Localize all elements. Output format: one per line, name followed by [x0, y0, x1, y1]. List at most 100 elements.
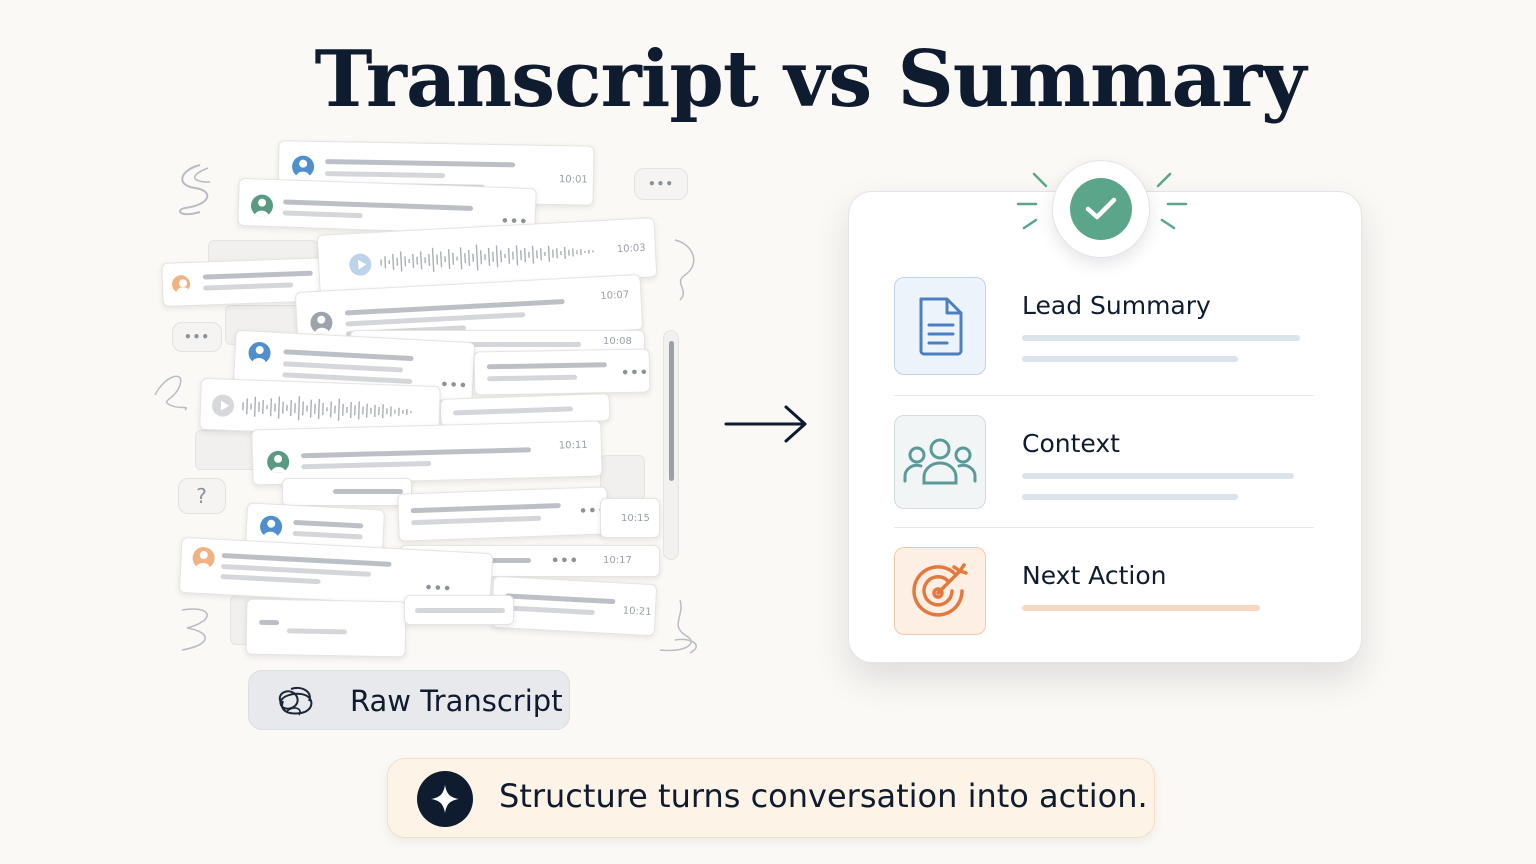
tagline-text: Structure turns conversation into action…: [499, 777, 1148, 815]
message-line: [301, 460, 432, 470]
section-title: Context: [1022, 429, 1120, 458]
audio-message-card: [199, 377, 441, 439]
audio-message-card: 10:03: [316, 217, 658, 295]
scrollbar[interactable]: [663, 330, 679, 560]
message-line: [452, 406, 574, 416]
message-line: [220, 573, 321, 585]
more-icon: •••: [620, 365, 650, 381]
avatar: [250, 194, 274, 218]
play-icon[interactable]: [348, 253, 372, 277]
timestamp: 10:17: [603, 555, 632, 566]
page-title: Transcript vs Summary: [314, 34, 1306, 125]
scribble-icon: [154, 375, 187, 411]
text-placeholder-bar: [1022, 473, 1294, 479]
chat-card: 10:15: [600, 498, 660, 538]
chat-card: •••: [397, 486, 609, 542]
avatar: [192, 546, 216, 570]
divider: [894, 527, 1314, 528]
message-line: [282, 210, 363, 219]
avatar: [266, 450, 290, 474]
typing-bubble-icon: •••: [172, 322, 222, 352]
timestamp: 10:03: [616, 242, 646, 256]
message-line: [259, 619, 280, 626]
timestamp: 10:21: [622, 605, 652, 619]
timestamp: 10:11: [558, 439, 588, 452]
avatar: [259, 515, 283, 539]
play-icon[interactable]: [211, 394, 235, 417]
question-bubble-icon: ?: [178, 478, 226, 514]
message-line: [487, 374, 578, 382]
message-line: [345, 312, 526, 327]
check-circle: [1052, 160, 1150, 258]
section-title: Lead Summary: [1022, 291, 1211, 320]
message-line: [505, 593, 616, 605]
message-line: [333, 489, 403, 494]
avatar: [247, 341, 272, 365]
tangle-icon: [278, 687, 313, 716]
message-line: [300, 447, 532, 459]
raw-transcript-label: Raw Transcript: [248, 670, 570, 730]
message-line: [293, 519, 364, 529]
more-icon: •••: [551, 554, 579, 569]
message-line: [381, 342, 581, 347]
check-badge: [1010, 160, 1194, 260]
scribble-icon: [659, 599, 697, 654]
tagline-banner: Structure turns conversation into action…: [387, 758, 1155, 838]
document-icon: [894, 277, 986, 375]
divider: [894, 395, 1314, 396]
avatar: [291, 155, 315, 178]
chat-card: [404, 595, 514, 625]
more-icon: •••: [439, 377, 469, 394]
message-line: [486, 362, 607, 370]
transcript-pile: 10:01 ••• •••: [0, 0, 720, 670]
avatar: [171, 274, 191, 294]
timestamp: 10:01: [558, 174, 588, 186]
scribble-icon: [181, 608, 208, 651]
sparkle-icon: [417, 771, 473, 827]
message-line: [410, 502, 561, 514]
scrollbar-thumb[interactable]: [669, 341, 674, 481]
message-line: [415, 608, 505, 613]
section-title: Next Action: [1022, 561, 1167, 590]
timestamp: 10:08: [603, 336, 632, 347]
scribble-icon: [674, 239, 695, 301]
timestamp: 10:07: [600, 289, 630, 303]
raw-transcript-text: Raw Transcript: [350, 684, 563, 718]
arrow-right-icon: [724, 405, 807, 443]
message-line: [292, 530, 363, 540]
target-icon: [894, 547, 986, 635]
scribble-icon: [179, 164, 211, 216]
message-line: [504, 605, 595, 616]
section-lead-summary: Lead Summary: [894, 277, 1314, 377]
waveform-icon: [380, 244, 594, 272]
chat-card: •••: [473, 348, 651, 396]
chat-card: [245, 598, 407, 658]
people-icon: [894, 415, 986, 509]
message-line: [203, 282, 294, 291]
sparkle-lines-icon: [1016, 172, 1188, 230]
message-line: [283, 199, 474, 212]
message-line: [202, 270, 313, 280]
message-line: [282, 361, 403, 373]
section-next-action: Next Action: [894, 547, 1314, 635]
chat-card: [600, 455, 645, 500]
waveform-icon: [242, 396, 412, 421]
message-line: [283, 349, 414, 362]
check-icon: [1070, 178, 1132, 240]
chat-card: 10:21: [490, 575, 658, 637]
text-placeholder-bar: [1022, 494, 1238, 500]
chat-card: [282, 478, 412, 506]
chat-card: 10:11: [251, 420, 603, 486]
message-line: [286, 628, 347, 635]
message-line: [411, 515, 542, 526]
timestamp: 10:15: [621, 513, 650, 524]
text-placeholder-bar: [1022, 356, 1238, 362]
avatar: [309, 311, 333, 335]
text-placeholder-bar: [1022, 605, 1260, 611]
typing-bubble-icon: •••: [634, 168, 688, 200]
message-line: [325, 159, 516, 168]
message-line: [344, 298, 565, 316]
text-placeholder-bar: [1022, 335, 1300, 341]
section-context: Context: [894, 415, 1314, 509]
